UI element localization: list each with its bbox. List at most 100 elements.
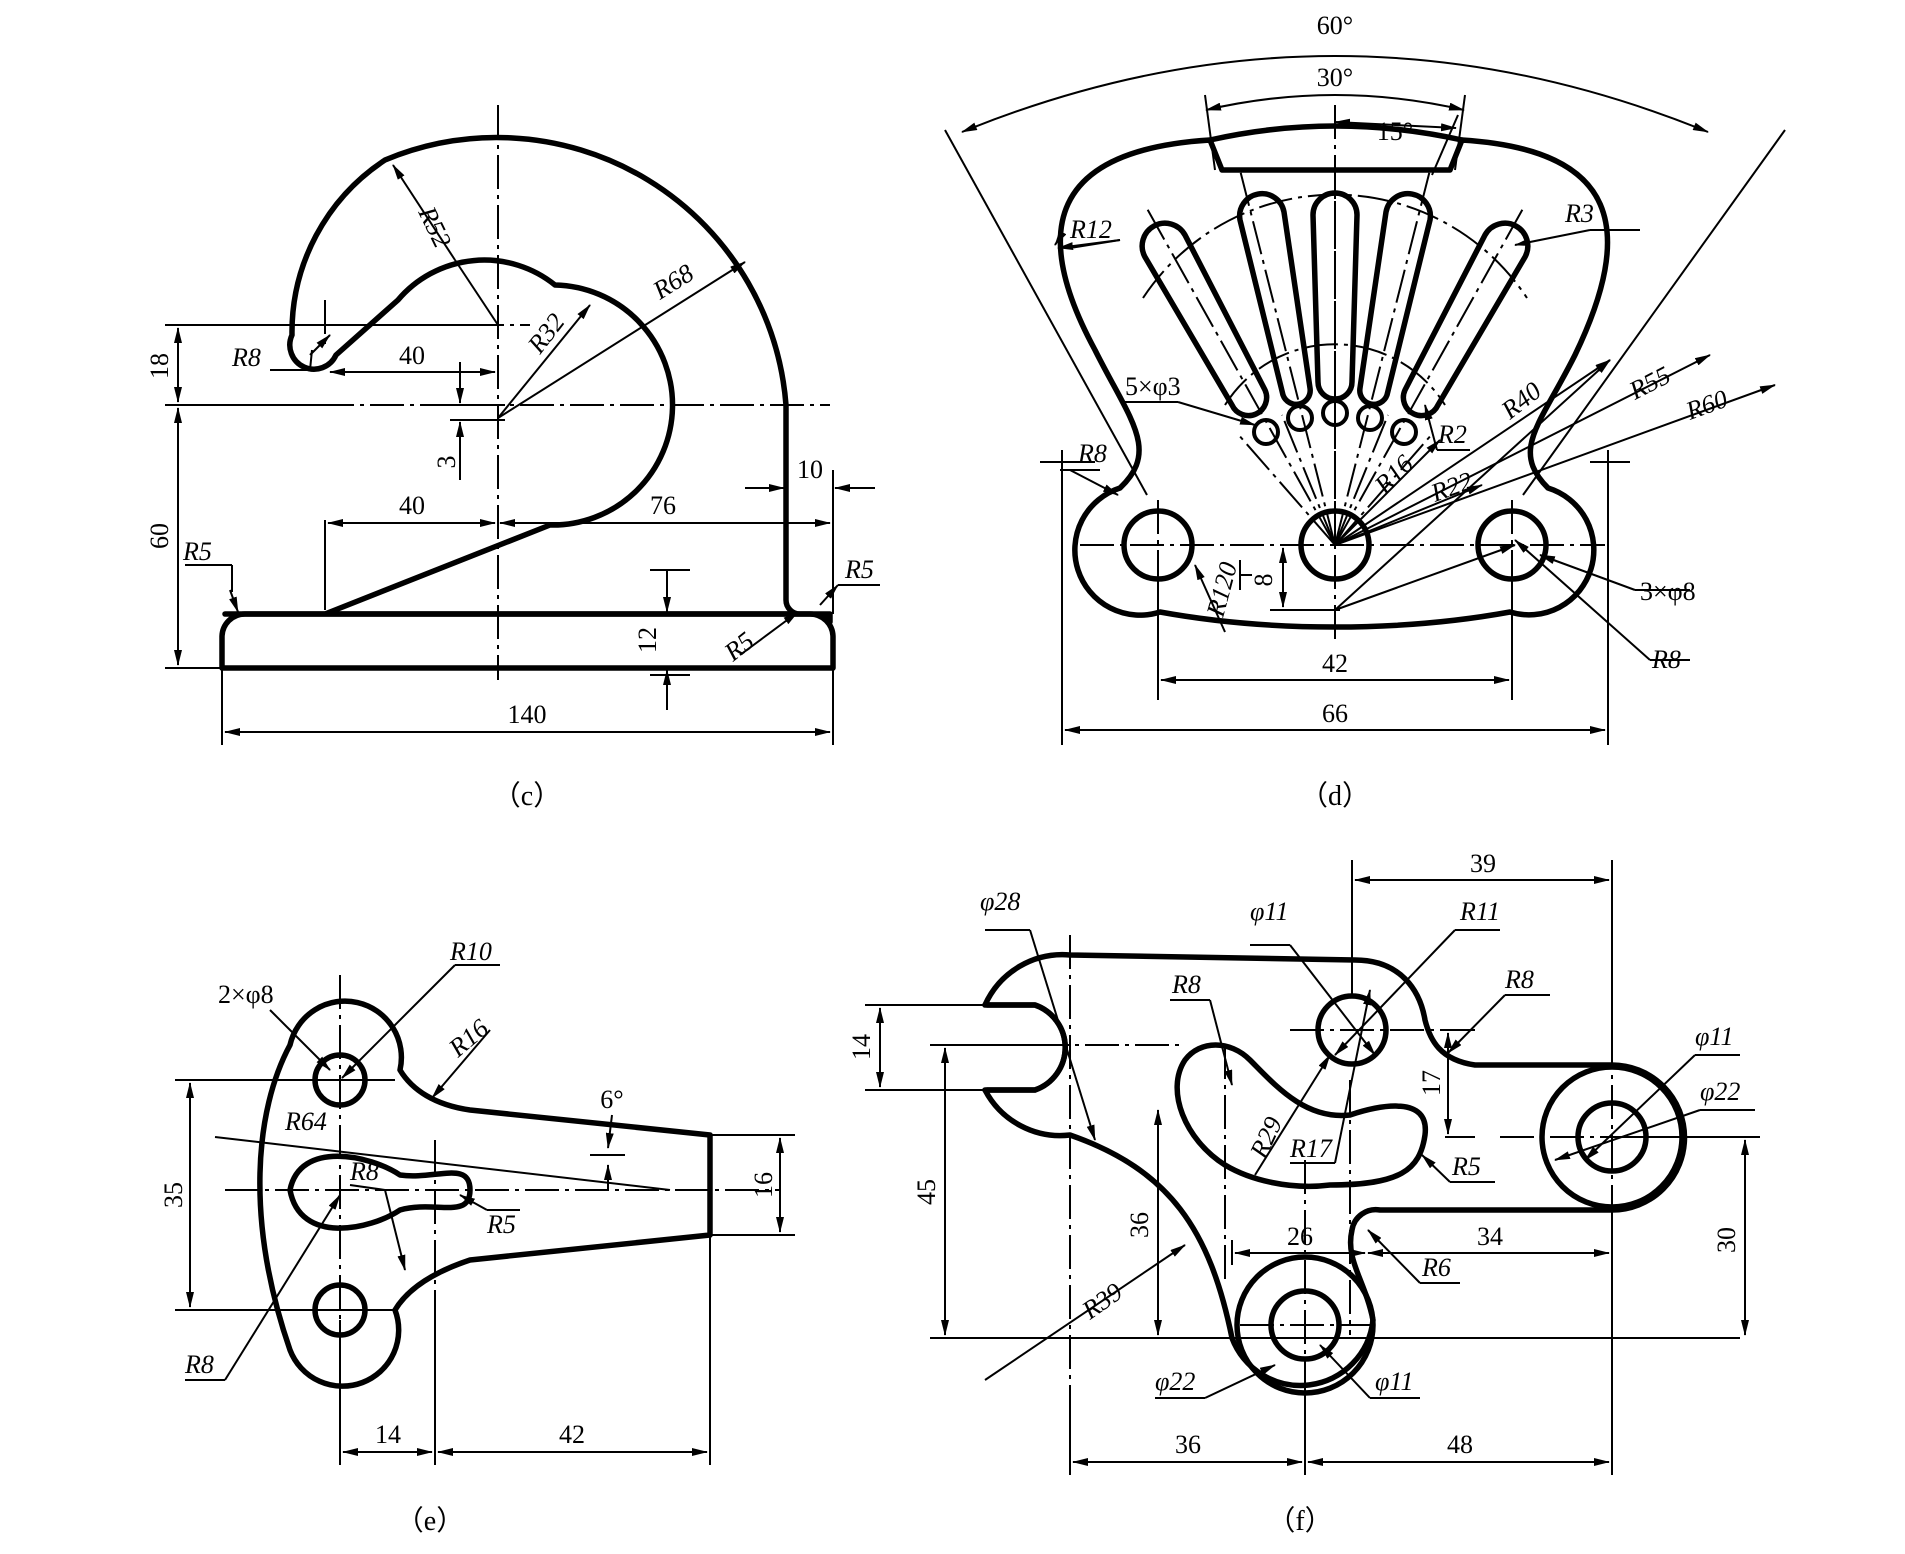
c-dim-18: 18: [145, 353, 174, 379]
e-holes-2x8-label: 2×φ8: [218, 980, 274, 1009]
d-r8-left-label: R8: [1077, 439, 1107, 468]
d-r55-label: R55: [1624, 360, 1675, 405]
e-lever-outline: [257, 998, 713, 1389]
f-dim-39: 39: [1470, 849, 1496, 878]
c-r5-inner-label: R5: [718, 626, 759, 667]
d-hole-5: [1390, 418, 1418, 446]
e-r5-label: R5: [486, 1210, 516, 1239]
view-f-caption: （f）: [1267, 1505, 1332, 1537]
f-r8-right-label: R8: [1504, 965, 1534, 994]
e-r64-label: R64: [284, 1107, 327, 1136]
f-link-outline: [982, 951, 1688, 1389]
view-e-caption: （e）: [396, 1505, 464, 1537]
d-hole-3: [1321, 399, 1349, 427]
f-r11-label: R11: [1459, 897, 1500, 926]
f-inner-cutout: [1174, 1042, 1428, 1190]
c-r52-label: R52: [412, 201, 457, 252]
c-r5-right-label: R5: [844, 555, 874, 584]
d-slot-4: [1357, 190, 1434, 408]
f-dim-30: 30: [1712, 1227, 1741, 1253]
f-dim-36-vertical: 36: [1125, 1212, 1154, 1238]
d-r3-label: R3: [1564, 199, 1594, 228]
c-dim-40-bottom: 40: [399, 491, 425, 520]
f-r5-label: R5: [1451, 1152, 1481, 1181]
d-angle-15: 15°: [1377, 117, 1413, 146]
d-hole-4: [1356, 404, 1384, 432]
d-angle-30: 30°: [1317, 63, 1353, 92]
d-r8-right-label: R8: [1651, 645, 1681, 674]
e-dim-35: 35: [159, 1182, 188, 1208]
d-dim-42: 42: [1322, 649, 1348, 678]
f-phi11-right-label: φ11: [1695, 1022, 1733, 1051]
e-dim-16: 16: [749, 1172, 778, 1198]
f-dim-45: 45: [912, 1179, 941, 1205]
d-dim-8: 8: [1249, 574, 1278, 587]
f-dim-34: 34: [1477, 1222, 1503, 1251]
d-slot-3: [1310, 190, 1360, 402]
d-dim-66: 66: [1322, 699, 1348, 728]
e-angle-6: 6°: [600, 1085, 623, 1114]
c-dim-12: 12: [633, 627, 662, 653]
view-d-fan-plate: 60° 30° 15° R12 R3 5×φ3 R8 R2 R40 R55 R6…: [944, 11, 1786, 812]
d-holes-5x3-label: 5×φ3: [1125, 372, 1181, 401]
f-dim-14: 14: [847, 1034, 876, 1060]
view-e-lever: R10 2×φ8 R16 6° R64 R8 R5 35 16 R8 14 42…: [159, 937, 795, 1537]
f-r39-label: R39: [1076, 1277, 1128, 1325]
c-dim-140: 140: [508, 700, 547, 729]
d-r2-label: R2: [1437, 420, 1467, 449]
f-bottom-hole: [1268, 1288, 1342, 1362]
f-phi22-right-label: φ22: [1700, 1077, 1740, 1106]
f-r6-label: R6: [1421, 1253, 1451, 1282]
d-r22-label: R22: [1426, 466, 1476, 508]
f-r29-label: R29: [1244, 1112, 1288, 1163]
d-hole-center: [1298, 508, 1372, 582]
e-hole-top: [312, 1052, 368, 1108]
d-holes-3x8-label: 3×φ8: [1640, 577, 1696, 606]
c-hook-outline: [222, 134, 833, 625]
c-dim-10: 10: [797, 455, 823, 484]
c-dim-60: 60: [145, 523, 174, 549]
f-phi11-top-label: φ11: [1250, 897, 1288, 926]
f-dim-26: 26: [1287, 1222, 1313, 1251]
view-f-link: φ28 φ11 R11 39 R8 R8 φ11 φ22 14 17 45 R2…: [847, 849, 1760, 1537]
d-r120-label: R120: [1201, 559, 1243, 620]
f-r17-label: R17: [1289, 1134, 1333, 1163]
view-d-caption: （d）: [1300, 780, 1370, 812]
c-dim-3: 3: [432, 456, 461, 469]
view-c-hook: 18 60 40 3 40 76 10 12 140 R52 R8 R32 R6…: [145, 105, 880, 812]
f-dim-17: 17: [1417, 1070, 1446, 1096]
f-dim-48: 48: [1447, 1430, 1473, 1459]
f-phi22-bottom-label: φ22: [1155, 1367, 1195, 1396]
e-r8-bottom-label: R8: [184, 1350, 214, 1379]
f-r8-left-label: R8: [1171, 970, 1201, 999]
e-r16-label: R16: [442, 1013, 493, 1063]
c-r8-label: R8: [231, 343, 261, 372]
f-left-slot: [982, 1002, 1068, 1093]
d-r12-label: R12: [1069, 215, 1112, 244]
d-hole-1: [1252, 418, 1280, 446]
c-r32-label: R32: [521, 308, 570, 360]
d-slots: [1139, 190, 1531, 419]
e-dim-42: 42: [559, 1420, 585, 1449]
e-inner-slot: [287, 1153, 473, 1231]
c-r68-label: R68: [647, 258, 699, 305]
e-r8-mid-label: R8: [349, 1157, 379, 1186]
d-slot-5: [1400, 220, 1531, 419]
e-r10-label: R10: [449, 937, 492, 966]
d-r60-label: R60: [1681, 384, 1731, 426]
c-dim-40-top: 40: [399, 341, 425, 370]
d-plate-outline: [1057, 137, 1611, 630]
d-small-holes: [1252, 399, 1418, 446]
c-base-plate: [219, 611, 836, 671]
f-phi11-bottom-label: φ11: [1375, 1367, 1413, 1396]
view-c-caption: （c）: [493, 780, 561, 812]
d-hole-2: [1286, 404, 1314, 432]
d-slot-1: [1139, 220, 1270, 419]
d-slot-2: [1236, 190, 1313, 408]
d-angle-60: 60°: [1317, 11, 1353, 40]
f-dim-36-horizontal: 36: [1175, 1430, 1201, 1459]
c-r5-left-label: R5: [182, 537, 212, 566]
f-phi28-label: φ28: [980, 887, 1020, 916]
e-dim-14: 14: [375, 1420, 401, 1449]
